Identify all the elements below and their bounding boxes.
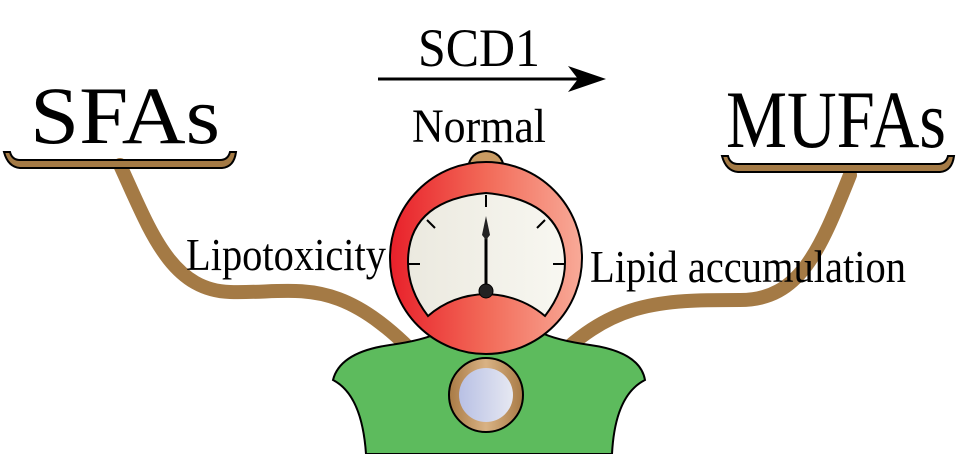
right-pan [720, 155, 956, 173]
gauge-ticks [408, 195, 565, 265]
lipotoxicity-label: Lipotoxicity [186, 229, 386, 280]
mufas-label: MUFAs [726, 74, 946, 165]
gauge-needle [478, 216, 494, 299]
left-pan [2, 151, 238, 169]
sfas-label: SFAs [30, 70, 220, 161]
lipid-accumulation-label: Lipid accumulation [590, 241, 906, 292]
scd1-label: SCD1 [418, 18, 540, 78]
right-arm [538, 168, 857, 377]
right-arrow-icon [378, 66, 606, 92]
base-window [459, 368, 513, 422]
normal-label: Normal [412, 100, 546, 153]
left-arm [113, 158, 437, 377]
